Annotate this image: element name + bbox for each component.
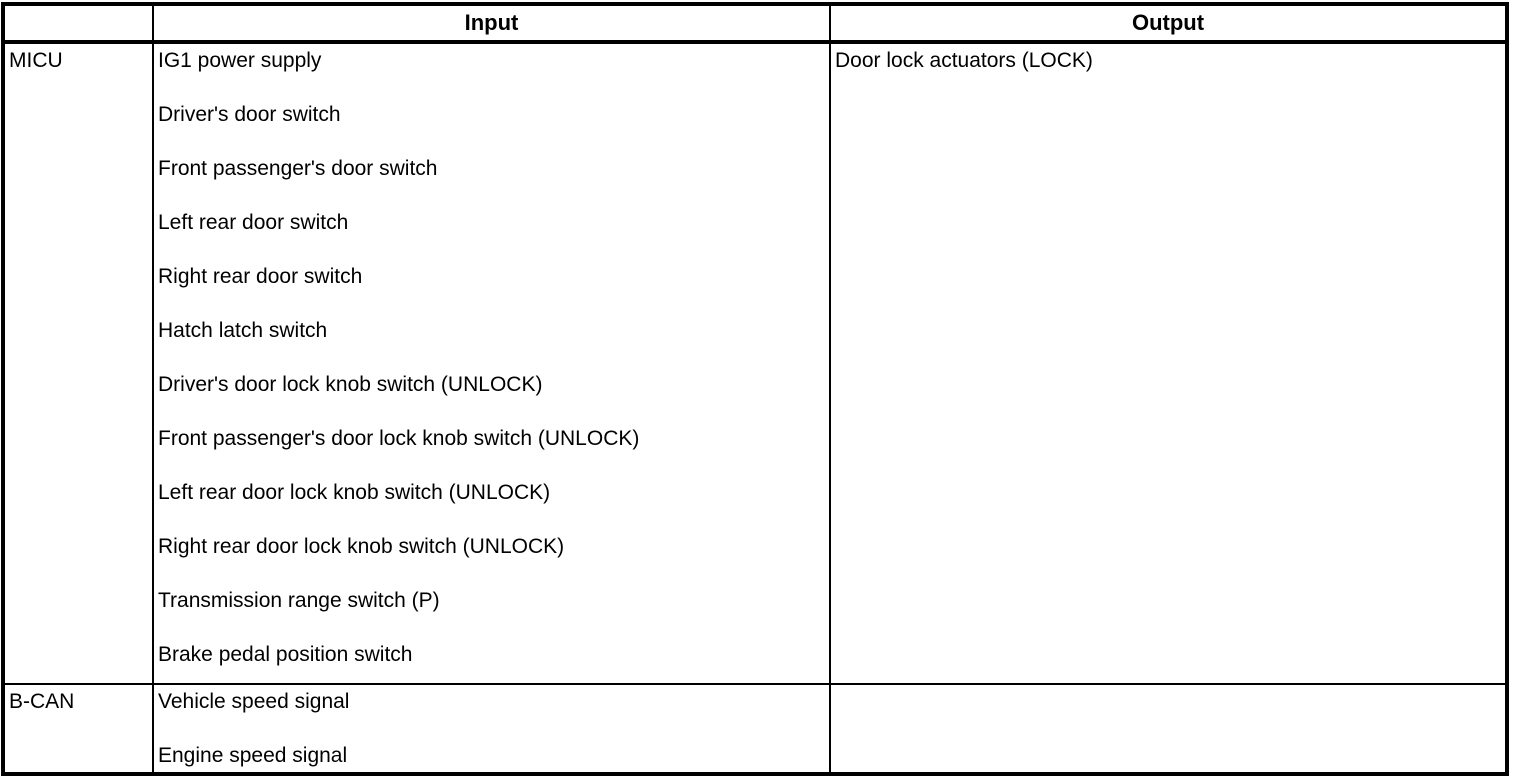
input-item: Right rear door lock knob switch (UNLOCK… bbox=[158, 535, 565, 558]
input-item: Driver's door switch bbox=[158, 103, 341, 126]
output-cell-micu: Door lock actuators (LOCK) bbox=[829, 41, 1509, 685]
table-row-micu: MICU IG1 power supply Driver's door swit… bbox=[1, 41, 1509, 685]
source-label: B-CAN bbox=[9, 690, 75, 713]
output-column-header: Output bbox=[829, 2, 1509, 44]
table-row-bcan: B-CAN Vehicle speed signal Engine speed … bbox=[1, 683, 1509, 776]
input-item: Hatch latch switch bbox=[158, 319, 328, 342]
io-table: Input Output MICU IG1 power supply Drive… bbox=[1, 2, 1509, 776]
input-cell-bcan: Vehicle speed signal Engine speed signal bbox=[152, 683, 831, 776]
input-item: Front passenger's door switch bbox=[158, 157, 438, 180]
input-item: Brake pedal position switch bbox=[158, 643, 413, 666]
input-item: Front passenger's door lock knob switch … bbox=[158, 427, 640, 450]
source-label: MICU bbox=[9, 49, 63, 72]
input-item: Transmission range switch (P) bbox=[158, 589, 440, 612]
input-item: IG1 power supply bbox=[158, 49, 322, 72]
source-cell-micu: MICU bbox=[1, 41, 154, 685]
input-item: Vehicle speed signal bbox=[158, 690, 350, 713]
corner-header-cell bbox=[1, 2, 154, 44]
input-item: Left rear door lock knob switch (UNLOCK) bbox=[158, 481, 551, 504]
input-item: Left rear door switch bbox=[158, 211, 349, 234]
source-cell-bcan: B-CAN bbox=[1, 683, 154, 776]
input-cell-micu: IG1 power supply Driver's door switch Fr… bbox=[152, 41, 831, 685]
input-item: Engine speed signal bbox=[158, 744, 348, 767]
output-item: Door lock actuators (LOCK) bbox=[835, 49, 1093, 72]
header-row: Input Output bbox=[1, 2, 1509, 44]
input-item: Right rear door switch bbox=[158, 265, 363, 288]
input-column-header: Input bbox=[152, 2, 831, 44]
output-cell-bcan bbox=[829, 683, 1509, 776]
input-item: Driver's door lock knob switch (UNLOCK) bbox=[158, 373, 543, 396]
